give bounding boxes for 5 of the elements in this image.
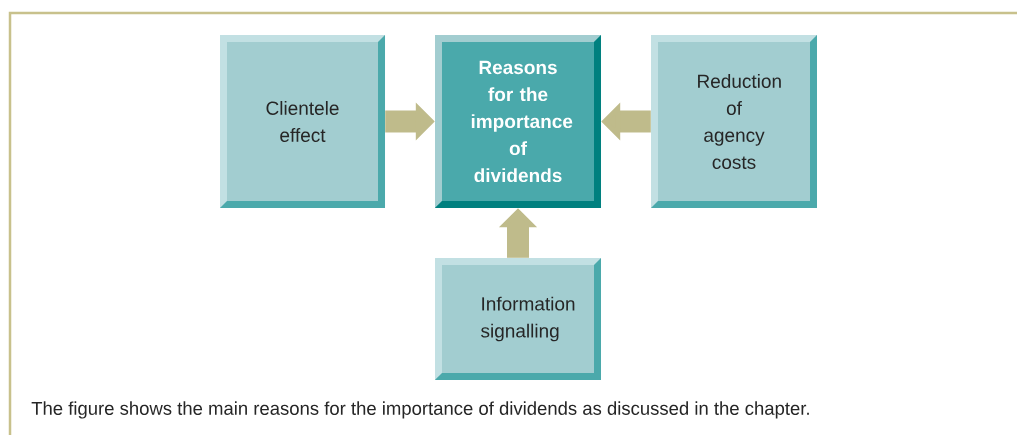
- main-box: Reasons for the importance of dividends: [435, 35, 601, 208]
- bevel-box: Information signalling: [435, 258, 601, 380]
- bevel-box: Reduction of agency costs: [651, 35, 817, 208]
- caption: The figure shows the main reasons for the importance of dividends as discussed in the chapter.: [31, 401, 809, 419]
- bevel-box: Clientele effect: [220, 35, 385, 208]
